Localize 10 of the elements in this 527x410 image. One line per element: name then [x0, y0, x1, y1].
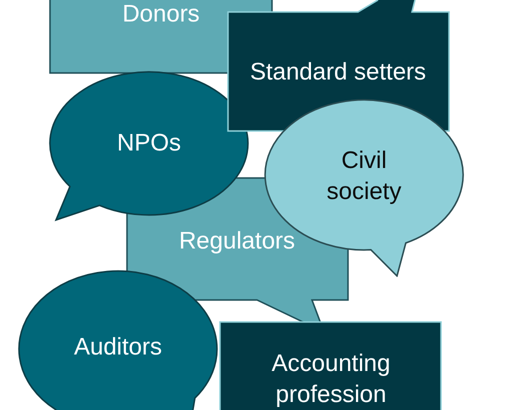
- bubble-label: Standard setters: [248, 57, 428, 88]
- speech-bubble: [219, 321, 442, 410]
- bubble-label: Civil society: [326, 146, 402, 207]
- speech-bubble: [49, 71, 249, 222]
- bubble-label: Auditors: [72, 332, 164, 362]
- bubble-label: Donors: [121, 0, 201, 30]
- bubble-label: NPOs: [116, 128, 182, 158]
- bubble-label: Regulators: [178, 226, 296, 256]
- speech-bubble: [18, 270, 218, 410]
- bubble-label: Accounting profession: [270, 348, 392, 410]
